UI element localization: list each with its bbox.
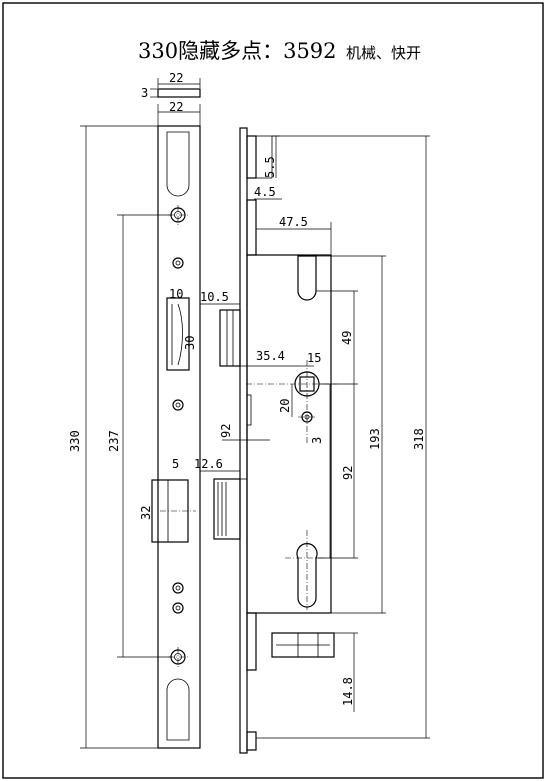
dim-fixing-hole-distance: 237	[107, 430, 121, 452]
dim-total-length: 330	[68, 430, 82, 452]
dim-bolt-width: 5	[172, 457, 179, 471]
dim-latch-projection: 10.5	[200, 290, 229, 304]
faceplate-section	[157, 88, 201, 98]
faceplate-hole-2	[172, 399, 184, 411]
case-top-slot	[297, 255, 317, 301]
faceplate-body	[157, 125, 201, 749]
dim-top-offset: 5.5	[263, 156, 277, 178]
dim-bottom-keeper: 14.8	[341, 677, 355, 706]
dim-backset: 35.4	[256, 349, 285, 363]
drawing-subtitle: 机械、快开	[346, 44, 421, 62]
dim-spindle-square: 15	[307, 351, 321, 365]
lock-case-body	[246, 254, 332, 614]
faceplate-hole-1	[172, 257, 184, 269]
dim-small-hole: 3	[310, 437, 324, 444]
faceplate-hole-4	[172, 602, 184, 614]
faceplate-top-slot	[166, 131, 190, 197]
dim-bolt-projection: 12.6	[194, 457, 223, 471]
dim-faceplate-width: 22	[169, 100, 183, 114]
dim-latch-height: 30	[183, 336, 197, 350]
dim-faceplate-thickness: 3	[141, 86, 148, 100]
dim-case-height: 318	[412, 428, 426, 450]
dim-case-depth: 47.5	[279, 215, 308, 229]
dim-spindle-to-latch: 49	[340, 331, 354, 345]
dim-bolt-height: 32	[139, 506, 153, 520]
drawing-title: 330隐藏多点：3592	[138, 39, 337, 63]
dim-latch-width: 10	[169, 287, 183, 301]
dim-center-distance: 92	[341, 466, 355, 480]
dim-left-92: 92	[219, 424, 233, 438]
faceplate-side	[239, 127, 248, 754]
left-dimensions: 330 237 10 30 5 32	[68, 125, 197, 749]
latch-bolt	[219, 309, 241, 367]
dim-case-spindle-dist: 193	[368, 428, 382, 450]
faceplate-bottom-slot	[166, 678, 190, 741]
case-dimensions: 5.5 4.5 47.5 10.5 35.4 15 49 20 3 92	[194, 135, 430, 739]
faceplate-hole-3	[172, 582, 184, 594]
faceplate-front-view: 22 3 22	[141, 71, 201, 749]
lower-keeper	[271, 632, 335, 658]
dim-case-offset: 4.5	[254, 185, 276, 199]
dim-faceplate-width-top: 22	[169, 71, 183, 85]
dead-bolt	[213, 478, 241, 540]
faceplate-latch-opening	[166, 297, 190, 371]
dim-spindle-to-hole: 20	[278, 399, 292, 413]
lock-case-side-view	[213, 127, 337, 754]
